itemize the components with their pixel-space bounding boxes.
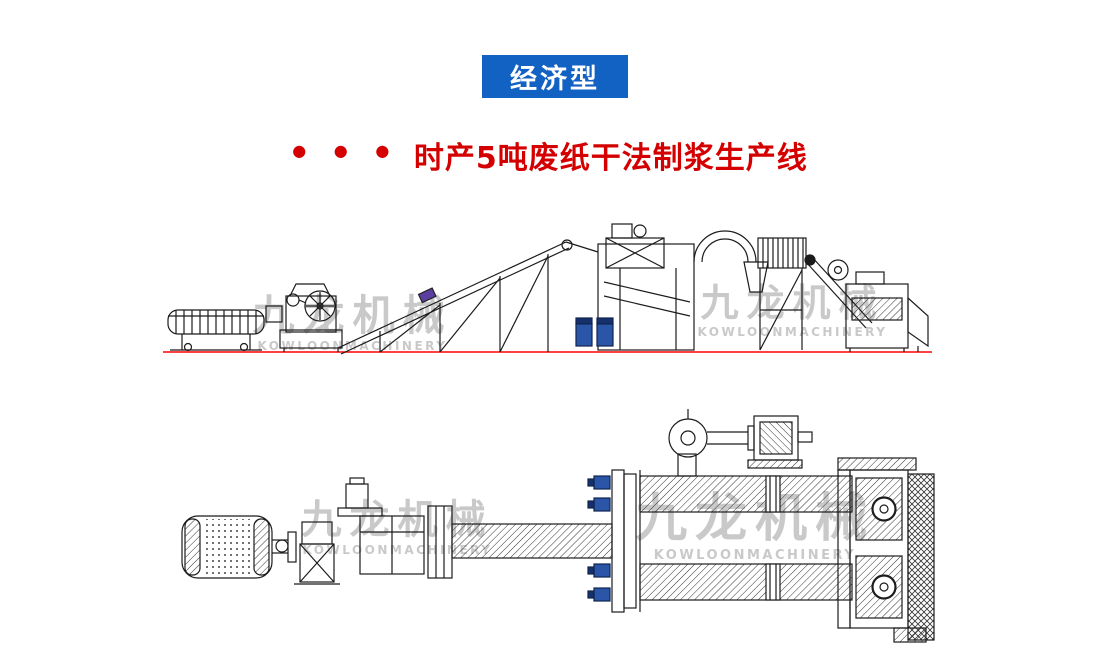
economy-type-badge: 经济型 [482,55,628,98]
blower-motor [707,415,813,469]
bottom-diagram [181,409,935,643]
rotary-drum-screen [181,515,273,579]
lower-screw-pipe [639,563,853,601]
vibrating-screen-tower [597,223,695,351]
upper-screw-pipe [639,475,853,513]
baling-unit [845,271,929,352]
rotary-valve [668,409,708,477]
chain-feed-conveyor [167,309,265,352]
top-diagram [163,223,932,355]
drive-coupling [272,531,297,563]
manifold-flanges [611,469,641,613]
title-text: 时产5吨废纸干法制浆生产线 [413,141,808,176]
flange-plate [427,505,453,579]
curved-air-duct [693,230,769,293]
support-stand [294,521,340,585]
title-bullets: ● ● ● [292,140,401,160]
shredder [265,283,343,352]
mid-machine-body [359,515,425,575]
page-title: ● ● ● 时产5吨废纸干法制浆生产线 [0,133,1100,177]
inclined-belt-conveyor [337,239,599,355]
bar-screen-unit [757,237,807,351]
blue-valves [587,475,611,602]
feed-motor [337,477,383,517]
pulper-tower [837,457,935,643]
belt-item-purple [417,287,437,304]
discharge-pumps [575,317,614,347]
screw-conveyor-pipe [451,523,613,559]
